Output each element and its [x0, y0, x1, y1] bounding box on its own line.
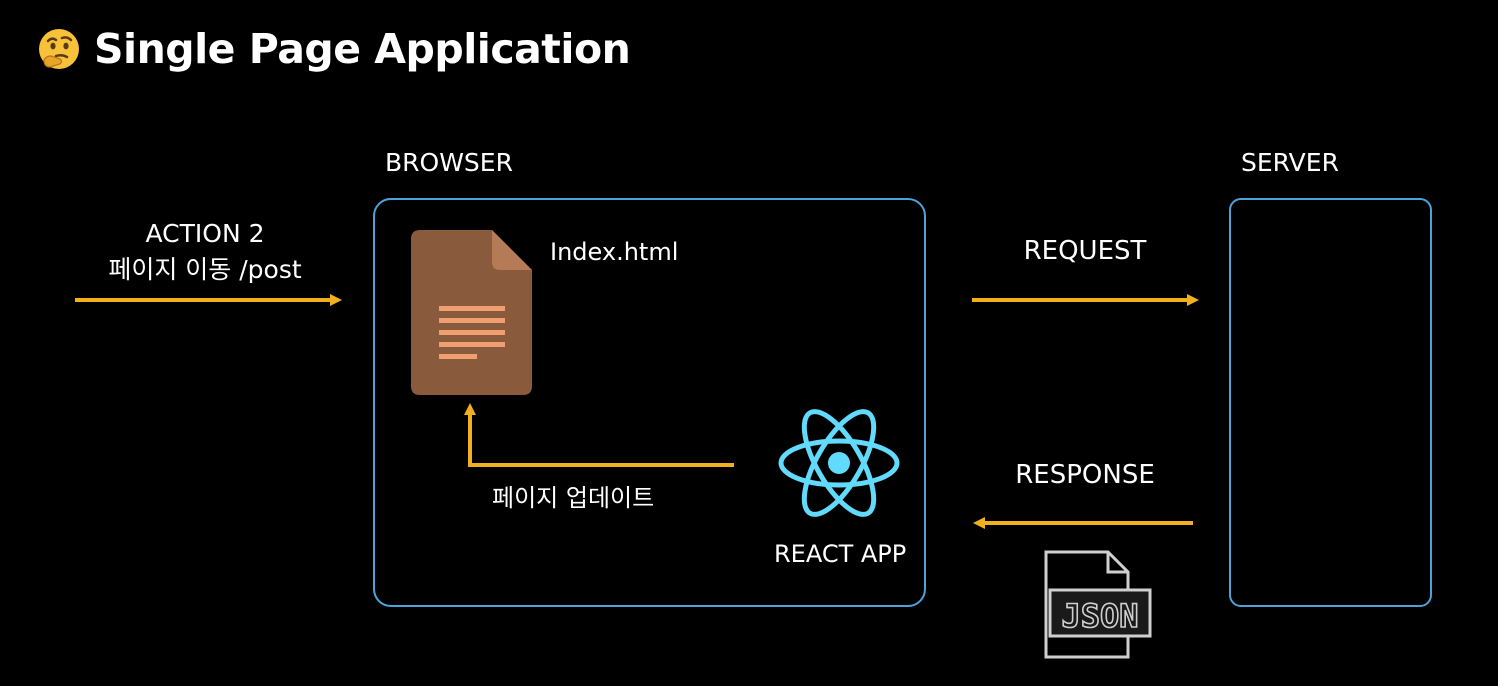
action-label: ACTION 2 페이지 이동 /post [60, 216, 350, 288]
response-label: RESPONSE [1015, 460, 1155, 490]
browser-label: BROWSER [385, 148, 513, 177]
react-app-label: REACT APP [774, 540, 907, 568]
browser-box [373, 198, 926, 607]
server-label: SERVER [1241, 148, 1339, 177]
index-file-label: Index.html [550, 238, 679, 266]
react-logo-icon [778, 409, 900, 517]
json-icon-text: JSON [1061, 597, 1138, 635]
page-update-arrow [464, 403, 734, 467]
request-label: REQUEST [1023, 236, 1147, 266]
thinking-face-icon [36, 26, 82, 72]
request-arrow [972, 294, 1199, 306]
server-box [1229, 198, 1432, 607]
action-arrow [75, 294, 342, 306]
page-update-label: 페이지 업데이트 [492, 484, 655, 512]
json-file-icon: JSON [1044, 550, 1152, 659]
response-arrow [973, 517, 1193, 529]
action-label-line1: ACTION 2 [145, 219, 265, 248]
document-icon [411, 230, 532, 395]
page-title: Single Page Application [36, 20, 631, 78]
action-label-line2: 페이지 이동 /post [108, 255, 302, 284]
title-text: Single Page Application [94, 25, 631, 73]
